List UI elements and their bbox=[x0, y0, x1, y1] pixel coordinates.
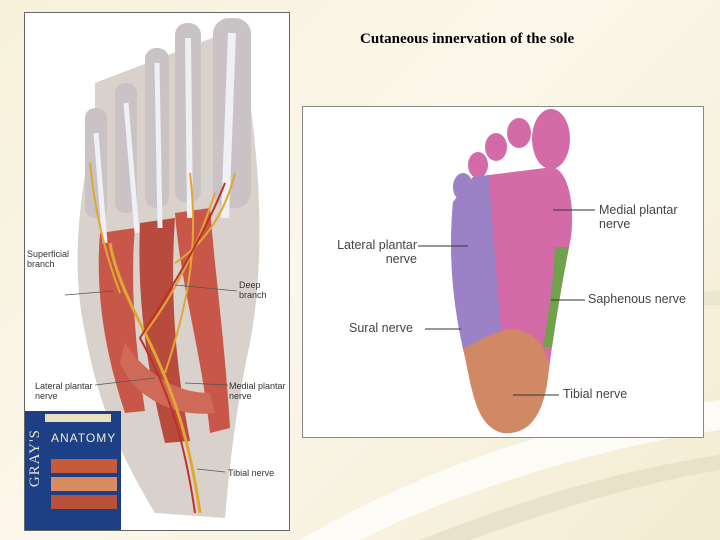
book-image-strip bbox=[51, 459, 117, 473]
toe-3 bbox=[485, 133, 507, 161]
label-saphenous-nerve: Saphenous nerve bbox=[588, 292, 686, 306]
label-lateral-plantar-nerve: Lateral plantar nerve bbox=[337, 238, 417, 267]
region-lateral-plantar bbox=[451, 167, 503, 357]
book-image-strip bbox=[51, 477, 117, 491]
label-lateral-plantar-nerve-left: Lateral plantar nerve bbox=[35, 381, 93, 402]
label-medial-plantar-nerve-left: Medial plantar nerve bbox=[229, 381, 286, 402]
label-tibial-nerve-left: Tibial nerve bbox=[228, 468, 275, 478]
label-superficial-branch: Superficial branch bbox=[27, 249, 70, 270]
book-image-strip bbox=[51, 495, 117, 509]
sole-innervation-map bbox=[418, 109, 595, 434]
toe-1 bbox=[532, 109, 570, 169]
foot-dissection-illustration bbox=[64, 18, 260, 518]
slide-title: Cutaneous innervation of the sole bbox=[360, 31, 575, 47]
book-spine-title: GRAY'S bbox=[27, 429, 43, 488]
label-tibial-nerve: Tibial nerve bbox=[563, 387, 628, 401]
toe-2 bbox=[507, 118, 531, 148]
plantar-dissection-figure: Superficial branch Deep branch Lateral p… bbox=[24, 12, 290, 531]
book-title: ANATOMY bbox=[51, 431, 117, 445]
label-deep-branch: Deep branch bbox=[239, 280, 267, 301]
label-sural-nerve: Sural nerve bbox=[349, 321, 413, 335]
grays-anatomy-book-cover: GRAY'S ANATOMY bbox=[25, 411, 121, 530]
toe-4 bbox=[468, 152, 488, 178]
label-medial-plantar-nerve: Medial plantar nerve bbox=[599, 203, 678, 232]
innervation-map-figure: Medial plantar nerve Lateral plantar ner… bbox=[302, 106, 704, 438]
book-badge bbox=[45, 414, 111, 422]
